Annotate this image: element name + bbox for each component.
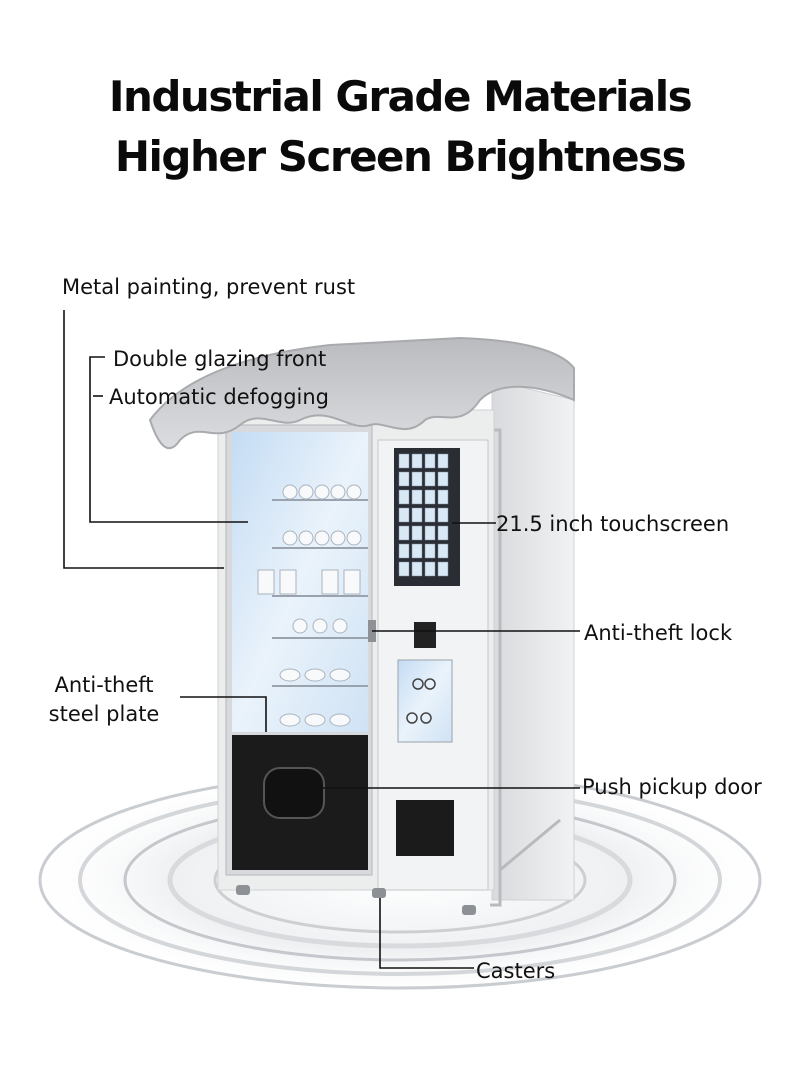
headline-line-2: Higher Screen Brightness <box>114 132 687 181</box>
callout-anti-theft-lock: Anti-theft lock <box>584 621 733 645</box>
callout-double-glazing: Double glazing front <box>113 347 327 371</box>
callout-push-pickup-door: Push pickup door <box>582 775 762 799</box>
headline-line-1: Industrial Grade Materials <box>108 72 693 121</box>
casters-icon <box>236 885 476 915</box>
push-pickup-door <box>396 800 454 856</box>
metal-awning <box>148 336 575 450</box>
card-reader <box>414 622 436 648</box>
pickup-door-flap <box>263 767 325 819</box>
callout-metal-painting: Metal painting, prevent rust <box>62 275 356 299</box>
callout-casters: Casters <box>476 959 556 983</box>
callout-touchscreen: 21.5 inch touchscreen <box>496 512 730 536</box>
callout-steel-plate-line-2: steel plate <box>48 702 160 726</box>
callout-steel-plate-line-1: Anti-theft <box>54 673 154 697</box>
callout-automatic-defogging: Automatic defogging <box>109 385 329 409</box>
